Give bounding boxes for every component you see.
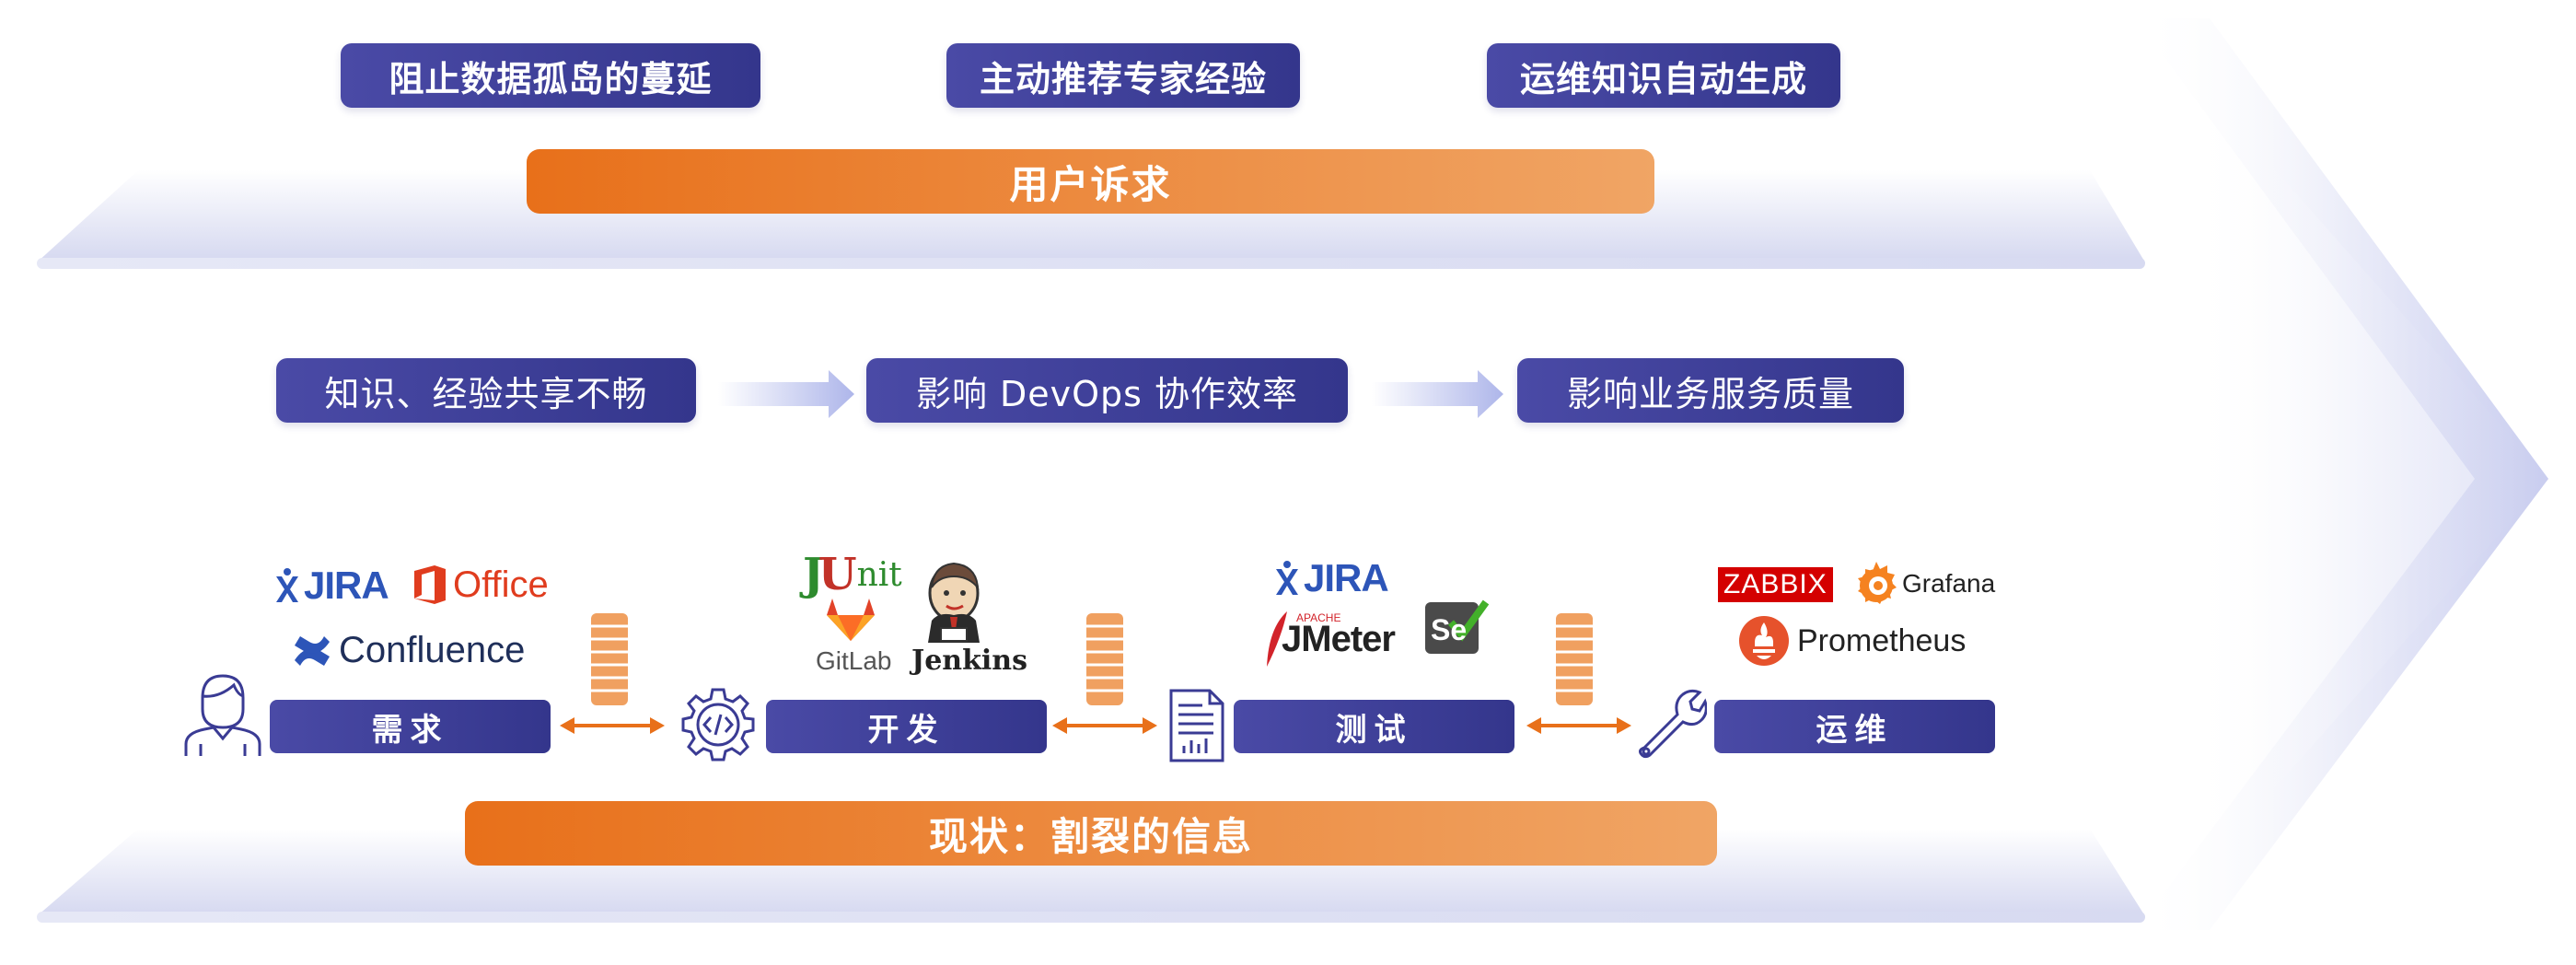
problem-pill-3: 影响业务服务质量 <box>1517 358 1904 423</box>
office-logo: Office <box>411 564 549 606</box>
person-icon <box>184 674 261 756</box>
jenkins-icon <box>928 562 980 643</box>
junit-rest: nit <box>856 555 902 594</box>
grafana-icon <box>1858 562 1897 604</box>
selenium-label: Se <box>1431 613 1468 646</box>
zabbix-label: ZABBIX <box>1723 569 1828 599</box>
gitlab-label: GitLab <box>816 646 892 675</box>
test-report-icon <box>1169 689 1224 762</box>
wrench-icon <box>1639 689 1707 759</box>
jmeter-apache-label: APACHE <box>1296 611 1341 624</box>
junit-logo: J U nit <box>803 549 902 600</box>
jenkins-label: Jenkins <box>911 645 1027 677</box>
goal-pill-1: 阻止数据孤岛的蔓延 <box>341 43 760 108</box>
jira-label: JIRA <box>304 564 389 607</box>
stage-testing: 测试 <box>1234 700 1514 753</box>
jira-logo-test: JIRA <box>1274 556 1389 600</box>
junit-u: U <box>818 549 857 600</box>
office-icon <box>414 565 446 604</box>
jira-icon <box>276 568 298 602</box>
junit-j: J <box>803 549 824 600</box>
prometheus-label: Prometheus <box>1797 622 1967 658</box>
stage-development: 开发 <box>766 700 1047 753</box>
jira-label-test: JIRA <box>1304 556 1389 599</box>
problem-pill-1: 知识、经验共享不畅 <box>276 358 696 423</box>
selenium-logo: Se <box>1423 595 1490 657</box>
user-demand-banner: 用户诉求 <box>527 149 1654 214</box>
prometheus-logo: Prometheus <box>1738 615 1966 667</box>
zabbix-logo: ZABBIX <box>1718 567 1833 602</box>
goal-pill-3: 运维知识自动生成 <box>1487 43 1840 108</box>
prometheus-icon <box>1739 616 1789 666</box>
jmeter-label: JMeter <box>1282 619 1396 659</box>
stage-requirements: 需求 <box>270 700 551 753</box>
jira-logo-req: JIRA <box>274 564 389 608</box>
goal-pill-2: 主动推荐专家经验 <box>946 43 1300 108</box>
grafana-logo: Grafana <box>1854 560 1995 608</box>
jira-icon-test <box>1276 561 1298 595</box>
confluence-icon <box>295 635 330 666</box>
grafana-label: Grafana <box>1902 569 1996 598</box>
confluence-label: Confluence <box>339 630 526 670</box>
problem-pill-2: 影响 DevOps 协作效率 <box>866 358 1348 423</box>
connector-stack-1 <box>591 613 628 705</box>
office-label: Office <box>453 564 549 605</box>
gitlab-icon <box>827 599 875 641</box>
stage-operations: 运维 <box>1714 700 1995 753</box>
code-gear-icon <box>681 688 755 762</box>
confluence-logo: Confluence <box>293 630 525 671</box>
jmeter-feather-icon <box>1267 611 1287 667</box>
selenium-icon <box>1425 599 1490 654</box>
status-banner: 现状：割裂的信息 <box>465 801 1717 866</box>
